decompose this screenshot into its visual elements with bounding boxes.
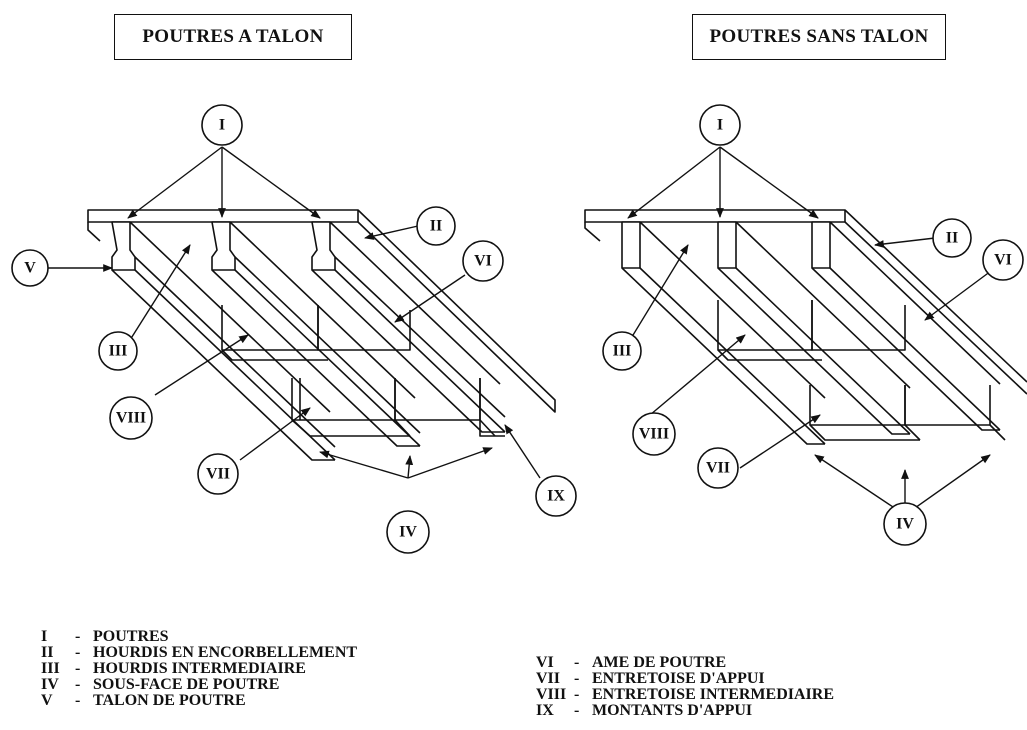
svg-text:I: I <box>717 117 723 134</box>
crossbeam-support-right-1 <box>809 385 906 426</box>
crossbeam-support-2 <box>394 378 481 421</box>
svg-text:VIII: VIII <box>639 426 669 443</box>
svg-text:IX: IX <box>547 488 565 505</box>
bubble-II-right: II <box>932 218 972 258</box>
svg-text:VII: VII <box>706 460 730 477</box>
legend-item: VII-ENTRETOISE D'APPUI <box>536 670 765 687</box>
svg-text:I: I <box>219 117 225 134</box>
crossbeam-support-1 <box>291 378 396 421</box>
svg-text:VII: VII <box>206 466 230 483</box>
svg-text:III: III <box>109 343 128 360</box>
legend-num: VIII <box>536 686 567 703</box>
beam-3-right <box>811 221 831 269</box>
legend-num: V <box>41 692 53 709</box>
svg-text:VI: VI <box>994 252 1012 269</box>
svg-text:III: III <box>613 343 632 360</box>
deck-slab-right <box>584 209 846 223</box>
svg-text:IV: IV <box>896 516 914 533</box>
bubble-IV-left: IV <box>386 510 430 554</box>
beam-2-right <box>717 221 737 269</box>
legend-text: SOUS-FACE DE POUTRE <box>93 676 280 693</box>
bubble-IV-right: IV <box>883 502 927 546</box>
drawing-poutres-a-talon <box>87 209 556 461</box>
legend-num: IV <box>41 676 59 693</box>
svg-text:VI: VI <box>474 253 492 270</box>
legend-num: I <box>41 628 48 645</box>
legend-num: VII <box>536 670 561 687</box>
beam-2 <box>211 221 236 271</box>
bubble-III-right: III <box>602 331 642 371</box>
svg-text:II: II <box>946 230 958 247</box>
legend-num: II <box>41 644 54 661</box>
bubble-VIII-left: VIII <box>109 396 153 440</box>
legend-num: VI <box>536 654 554 671</box>
svg-text:II: II <box>430 218 442 235</box>
bubble-V-left: V <box>11 249 49 287</box>
legend-item: VIII-ENTRETOISE INTERMEDIAIRE <box>536 686 834 703</box>
legend-item: II-HOURDIS EN ENCORBELLEMENT <box>41 644 358 661</box>
legend-item: III-HOURDIS INTERMEDIAIRE <box>41 660 306 677</box>
support-post <box>479 378 505 437</box>
bubble-VI-right: VI <box>982 239 1024 281</box>
beam-1 <box>111 221 136 271</box>
legend-text: HOURDIS EN ENCORBELLEMENT <box>93 644 358 661</box>
legend-left: I-POUTRES II-HOURDIS EN ENCORBELLEMENT I… <box>41 629 357 709</box>
beam-1-right <box>621 221 641 269</box>
legend-text: ENTRETOISE D'APPUI <box>592 670 765 687</box>
crossbeam-support-right-2 <box>904 385 991 426</box>
legend-right: VI-AME DE POUTRE VII-ENTRETOISE D'APPUI … <box>536 655 834 719</box>
bubble-IX-left: IX <box>535 475 577 517</box>
bubble-VII-left: VII <box>197 453 239 495</box>
bubble-II-left: II <box>416 206 456 246</box>
legend-text: TALON DE POUTRE <box>93 692 246 709</box>
bubble-VI-left: VI <box>462 240 504 282</box>
legend-item: IX-MONTANTS D'APPUI <box>536 702 753 719</box>
legend-item: I-POUTRES <box>41 628 169 645</box>
legend-item: IV-SOUS-FACE DE POUTRE <box>41 676 280 693</box>
bubble-III-left: III <box>98 331 138 371</box>
legend-item: V-TALON DE POUTRE <box>41 692 246 709</box>
title-poutres-sans-talon: POUTRES SANS TALON <box>692 14 946 60</box>
bubble-VII-right: VII <box>697 447 739 489</box>
drawing-poutres-sans-talon <box>584 209 1027 445</box>
legend-text: AME DE POUTRE <box>592 654 727 671</box>
beam-3 <box>311 221 336 271</box>
bubble-I-right: I <box>699 104 741 146</box>
arrows-right <box>627 146 996 516</box>
crossbeam-intermediate-right-2 <box>811 300 906 351</box>
arrows-left <box>47 146 541 479</box>
legend-item: VI-AME DE POUTRE <box>536 654 727 671</box>
svg-text:V: V <box>24 260 36 277</box>
legend-text: HOURDIS INTERMEDIAIRE <box>93 660 306 677</box>
bubble-VIII-right: VIII <box>632 412 676 456</box>
legend-num: III <box>41 660 60 677</box>
legend-text: MONTANTS D'APPUI <box>592 702 753 719</box>
crossbeam-intermediate-right-1 <box>717 300 813 351</box>
legend-text: ENTRETOISE INTERMEDIAIRE <box>592 686 834 703</box>
title-poutres-a-talon: POUTRES A TALON <box>114 14 352 60</box>
crossbeam-intermediate-2 <box>317 305 411 351</box>
legend-text: POUTRES <box>93 628 169 645</box>
bubble-I-left: I <box>201 104 243 146</box>
svg-text:IV: IV <box>399 524 417 541</box>
svg-text:VIII: VIII <box>116 410 146 427</box>
legend-num: IX <box>536 702 554 719</box>
